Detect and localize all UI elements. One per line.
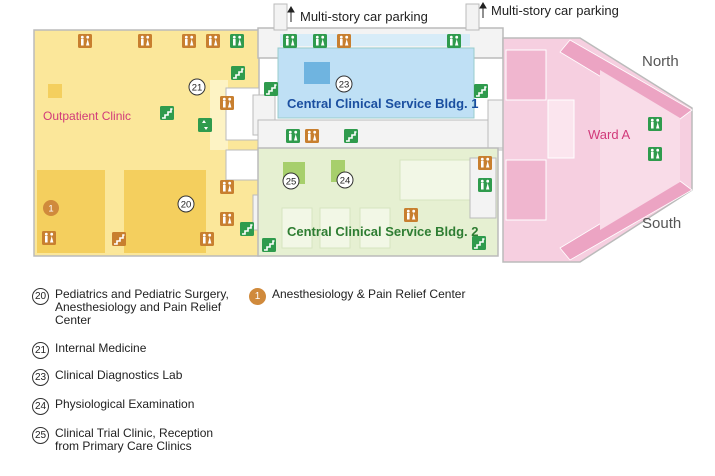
legend-marker: 23	[32, 369, 49, 386]
bldg1-label: Central Clinical Service Bldg. 1	[287, 96, 478, 111]
legend-text: Internal Medicine	[55, 341, 147, 355]
restroom-icon	[200, 232, 214, 246]
outpatient-clinic-label: Outpatient Clinic	[43, 109, 131, 123]
wheelchair-icon	[198, 118, 212, 132]
marker-25[interactable]: 25	[282, 172, 300, 190]
elevator-icon	[283, 34, 297, 48]
legend-text: Clinical Trial Clinic, Reception from Pr…	[55, 426, 214, 453]
svg-text:23: 23	[339, 80, 350, 91]
restroom-icon	[478, 156, 492, 170]
restroom-icon	[337, 34, 351, 48]
legend-item-20: 20 Pediatrics and Pediatric Surgery, Ane…	[32, 288, 229, 327]
stairs-icon	[231, 66, 245, 80]
nursing-room-icon	[112, 232, 126, 246]
legend-item-23: 23 Clinical Diagnostics Lab	[32, 369, 182, 386]
legend-item-25: 25 Clinical Trial Clinic, Reception from…	[32, 427, 213, 453]
svg-text:21: 21	[192, 83, 203, 94]
legend-item-1: 1 Anesthesiology & Pain Relief Center	[249, 288, 465, 305]
parking-label-left: Multi-story car parking	[300, 9, 428, 24]
legend-marker: 21	[32, 342, 49, 359]
legend-marker: 25	[32, 427, 49, 444]
svg-text:20: 20	[181, 200, 192, 211]
stairs-icon	[262, 238, 276, 252]
legend-item-21: 21 Internal Medicine	[32, 342, 146, 359]
restroom-icon	[220, 96, 234, 110]
legend-marker: 1	[249, 288, 266, 305]
stairs-icon	[160, 106, 174, 120]
restroom-icon	[78, 34, 92, 48]
svg-text:25: 25	[286, 177, 297, 188]
elevator-icon	[286, 129, 300, 143]
bldg2-area	[257, 147, 499, 257]
parking-label-right: Multi-story car parking	[491, 3, 619, 18]
legend-marker: 20	[32, 288, 49, 305]
elevator-icon	[230, 34, 244, 48]
marker-20[interactable]: 20	[177, 195, 195, 213]
stairs-icon	[264, 82, 278, 96]
restroom-icon	[305, 129, 319, 143]
elevator-icon	[478, 178, 492, 192]
stairs-icon	[344, 129, 358, 143]
legend-text: Physiological Examination	[55, 397, 195, 411]
restroom-icon	[42, 231, 56, 245]
restroom-icon	[182, 34, 196, 48]
elevator-icon	[648, 147, 662, 161]
svg-text:24: 24	[340, 176, 351, 187]
outpatient-clinic-area	[33, 29, 276, 257]
legend-text: Anesthesiology & Pain Relief Center	[272, 287, 466, 301]
legend-text: Pediatrics and Pediatric Surgery, Anesth…	[55, 287, 229, 327]
legend-item-24: 24 Physiological Examination	[32, 398, 194, 415]
elevator-icon	[447, 34, 461, 48]
restroom-icon	[138, 34, 152, 48]
bldg2-label: Central Clinical Service Bldg. 2	[287, 224, 478, 239]
ward-a-area	[502, 37, 693, 263]
legend-marker: 24	[32, 398, 49, 415]
south-label: South	[642, 215, 681, 232]
parking-arrows	[287, 2, 487, 22]
floor-map: Multi-story car parking Multi-story car …	[33, 2, 693, 263]
ward-a-label: Ward A	[588, 127, 630, 142]
marker-24[interactable]: 24	[336, 171, 354, 189]
restroom-icon	[220, 180, 234, 194]
elevator-icon	[648, 117, 662, 131]
elevator-icon	[313, 34, 327, 48]
marker-23[interactable]: 23	[335, 75, 353, 93]
restroom-icon	[220, 212, 234, 226]
marker-21[interactable]: 21	[188, 78, 206, 96]
stairs-icon	[240, 222, 254, 236]
restroom-icon	[206, 34, 220, 48]
legend-text: Clinical Diagnostics Lab	[55, 368, 183, 382]
north-label: North	[642, 53, 679, 70]
restroom-icon	[404, 208, 418, 222]
marker-1[interactable]: 1	[43, 200, 59, 216]
bldg1-area	[277, 34, 475, 119]
svg-text:1: 1	[48, 204, 53, 215]
